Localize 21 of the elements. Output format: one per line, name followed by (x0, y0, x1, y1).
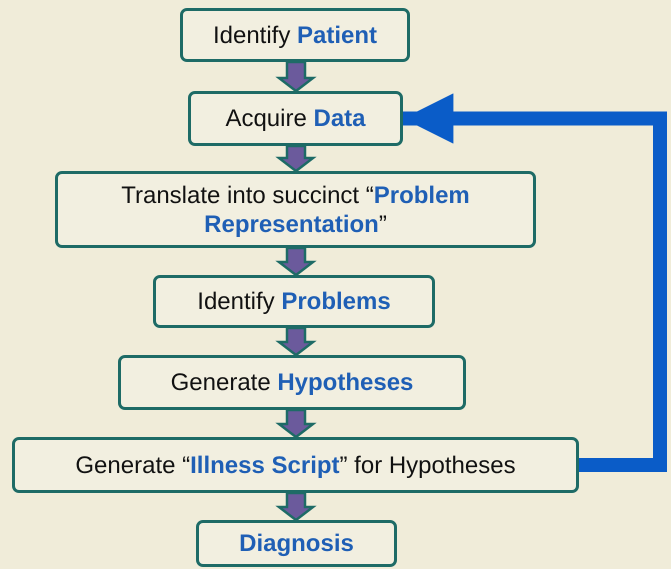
process-box (153, 275, 435, 328)
process-box (55, 171, 536, 248)
process-box (188, 91, 403, 146)
step-label: Generate “Illness Script” for Hypotheses (75, 450, 516, 480)
step-label: Acquire Data (225, 104, 366, 133)
block-arrow (275, 326, 317, 357)
process-box (12, 437, 579, 493)
block-arrow (275, 492, 317, 522)
process-box (196, 520, 397, 567)
process-box (180, 8, 410, 62)
step-label: Identify Problems (197, 287, 391, 316)
block-arrow (275, 246, 317, 277)
block-arrow (275, 60, 317, 93)
process-box (118, 355, 466, 410)
block-arrow (275, 144, 317, 173)
step-label: Translate into succinct “Problem Representation” (120, 180, 471, 238)
block-arrow (275, 408, 317, 439)
feedback-arrow (403, 93, 667, 472)
step-label: Identify Patient (212, 20, 378, 50)
step-label: Diagnosis (239, 529, 354, 558)
step-label: Generate Hypotheses (170, 368, 414, 397)
